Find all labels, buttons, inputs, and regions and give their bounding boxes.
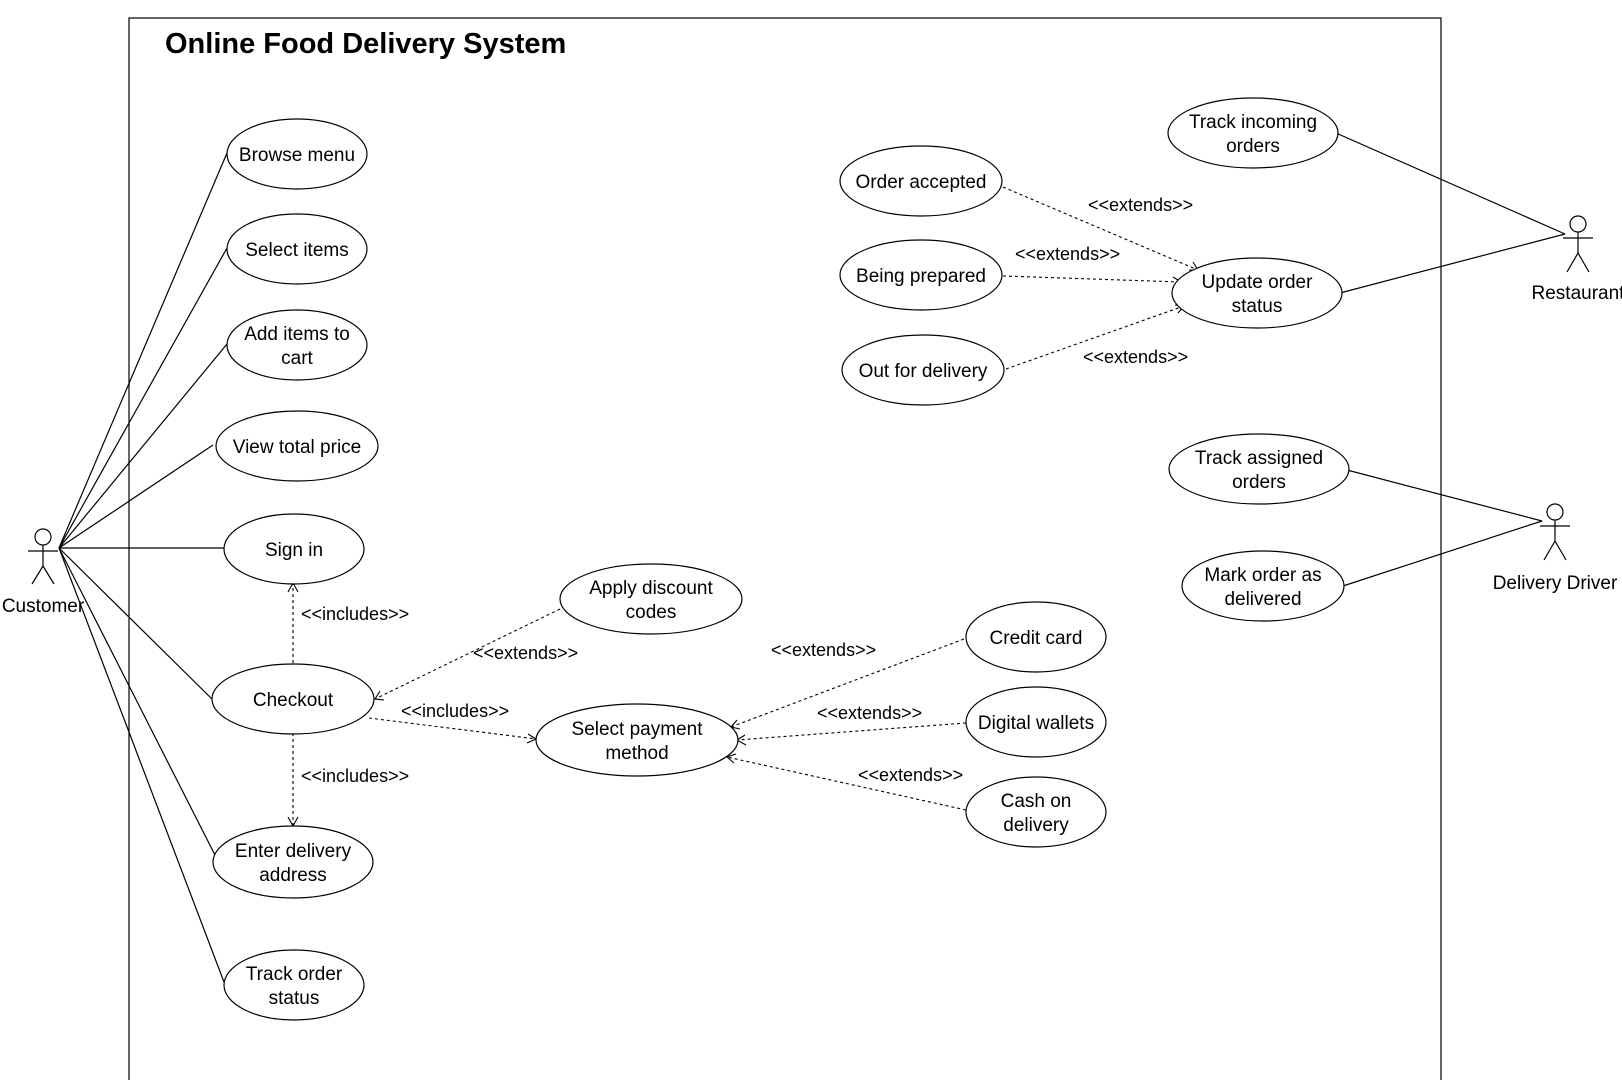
use-case-select-items: Select items <box>226 213 368 285</box>
label-checkout-includes-address: <<includes>> <box>301 766 409 786</box>
label-discount-extends-checkout: <<extends>> <box>473 643 578 663</box>
svg-text:Select items: Select items <box>245 240 348 261</box>
svg-text:Track incoming: Track incoming <box>1189 112 1317 133</box>
svg-text:Add items to: Add items to <box>244 324 350 345</box>
svg-text:View total price: View total price <box>233 437 362 458</box>
svg-text:Cash on: Cash on <box>1001 791 1072 812</box>
use-case-order-accepted: Order accepted <box>839 145 1003 217</box>
svg-text:codes: codes <box>626 602 677 623</box>
actor-restaurant-label: Restaurant <box>1532 283 1622 304</box>
label-being-prepared-extends: <<extends>> <box>1015 244 1120 264</box>
svg-text:address: address <box>259 865 327 886</box>
customer-associations <box>58 152 228 983</box>
system-boundary <box>128 17 1442 1080</box>
use-case-cash-on-delivery: Cash on delivery <box>965 776 1107 848</box>
use-case-credit-card: Credit card <box>965 601 1107 673</box>
use-case-digital-wallets: Digital wallets <box>965 686 1107 758</box>
svg-text:Order accepted: Order accepted <box>856 172 987 193</box>
svg-text:Being prepared: Being prepared <box>856 266 986 287</box>
use-case-apply-discount-codes: Apply discount codes <box>559 563 743 635</box>
stick-figure-icon <box>1540 503 1570 561</box>
svg-text:Sign in: Sign in <box>265 540 323 561</box>
svg-text:Apply discount: Apply discount <box>589 578 713 599</box>
use-case-track-incoming-orders: Track incoming orders <box>1167 97 1339 169</box>
svg-text:Digital wallets: Digital wallets <box>978 713 1094 734</box>
use-case-view-total-price: View total price <box>215 410 379 482</box>
label-credit-card-extends: <<extends>> <box>771 640 876 660</box>
stick-figure-icon <box>1563 215 1593 273</box>
svg-text:Credit card: Credit card <box>990 628 1083 649</box>
svg-text:orders: orders <box>1232 472 1286 493</box>
use-case-update-order-status: Update order status <box>1171 257 1343 329</box>
use-case-browse-menu: Browse menu <box>226 118 368 190</box>
use-case-track-assigned-orders: Track assigned orders <box>1168 433 1350 505</box>
actor-customer-label: Customer <box>2 596 85 617</box>
svg-text:Select payment: Select payment <box>572 719 704 740</box>
use-case-add-items-to-cart: Add items to cart <box>226 309 368 381</box>
stick-figure-icon <box>28 528 58 585</box>
label-checkout-includes-sign-in: <<includes>> <box>301 604 409 624</box>
svg-text:method: method <box>605 743 668 764</box>
use-case-select-payment-method: Select payment method <box>535 703 739 777</box>
label-cash-extends: <<extends>> <box>858 765 963 785</box>
svg-text:cart: cart <box>281 348 313 369</box>
use-case-checkout: Checkout <box>211 663 375 735</box>
svg-text:orders: orders <box>1226 136 1280 157</box>
svg-text:Update order: Update order <box>1202 272 1314 293</box>
svg-text:Track assigned: Track assigned <box>1195 448 1323 469</box>
svg-text:Track order: Track order <box>246 964 343 985</box>
use-case-mark-order-as-delivered: Mark order as delivered <box>1181 550 1345 622</box>
use-case-sign-in: Sign in <box>223 513 365 585</box>
actor-delivery-driver-label: Delivery Driver <box>1493 573 1618 594</box>
svg-text:delivered: delivered <box>1224 589 1301 610</box>
svg-text:status: status <box>269 988 320 1009</box>
svg-text:Mark order as: Mark order as <box>1204 565 1321 586</box>
driver-associations <box>1342 469 1543 587</box>
svg-text:status: status <box>1232 296 1283 317</box>
label-digital-wallets-extends: <<extends>> <box>817 703 922 723</box>
label-order-accepted-extends: <<extends>> <box>1088 195 1193 215</box>
use-case-being-prepared: Being prepared <box>839 239 1003 311</box>
actor-restaurant: Restaurant <box>1532 215 1622 304</box>
svg-text:delivery: delivery <box>1003 815 1069 836</box>
system-title: Online Food Delivery System <box>165 28 566 60</box>
actor-delivery-driver: Delivery Driver <box>1493 503 1618 594</box>
use-case-out-for-delivery: Out for delivery <box>841 334 1005 406</box>
relation-labels: <<includes>> <<extends>> <<includes>> <<… <box>301 195 1193 786</box>
label-out-for-delivery-extends: <<extends>> <box>1083 347 1188 367</box>
use-case-enter-delivery-address: Enter delivery address <box>212 825 374 899</box>
svg-text:Enter delivery: Enter delivery <box>235 841 352 862</box>
actor-customer: Customer <box>2 528 85 617</box>
label-checkout-includes-payment: <<includes>> <box>401 701 509 721</box>
svg-text:Out for delivery: Out for delivery <box>859 361 988 382</box>
svg-text:Browse menu: Browse menu <box>239 145 355 166</box>
svg-text:Checkout: Checkout <box>253 690 334 711</box>
use-case-track-order-status: Track order status <box>223 949 365 1021</box>
restaurant-associations <box>1335 132 1566 294</box>
